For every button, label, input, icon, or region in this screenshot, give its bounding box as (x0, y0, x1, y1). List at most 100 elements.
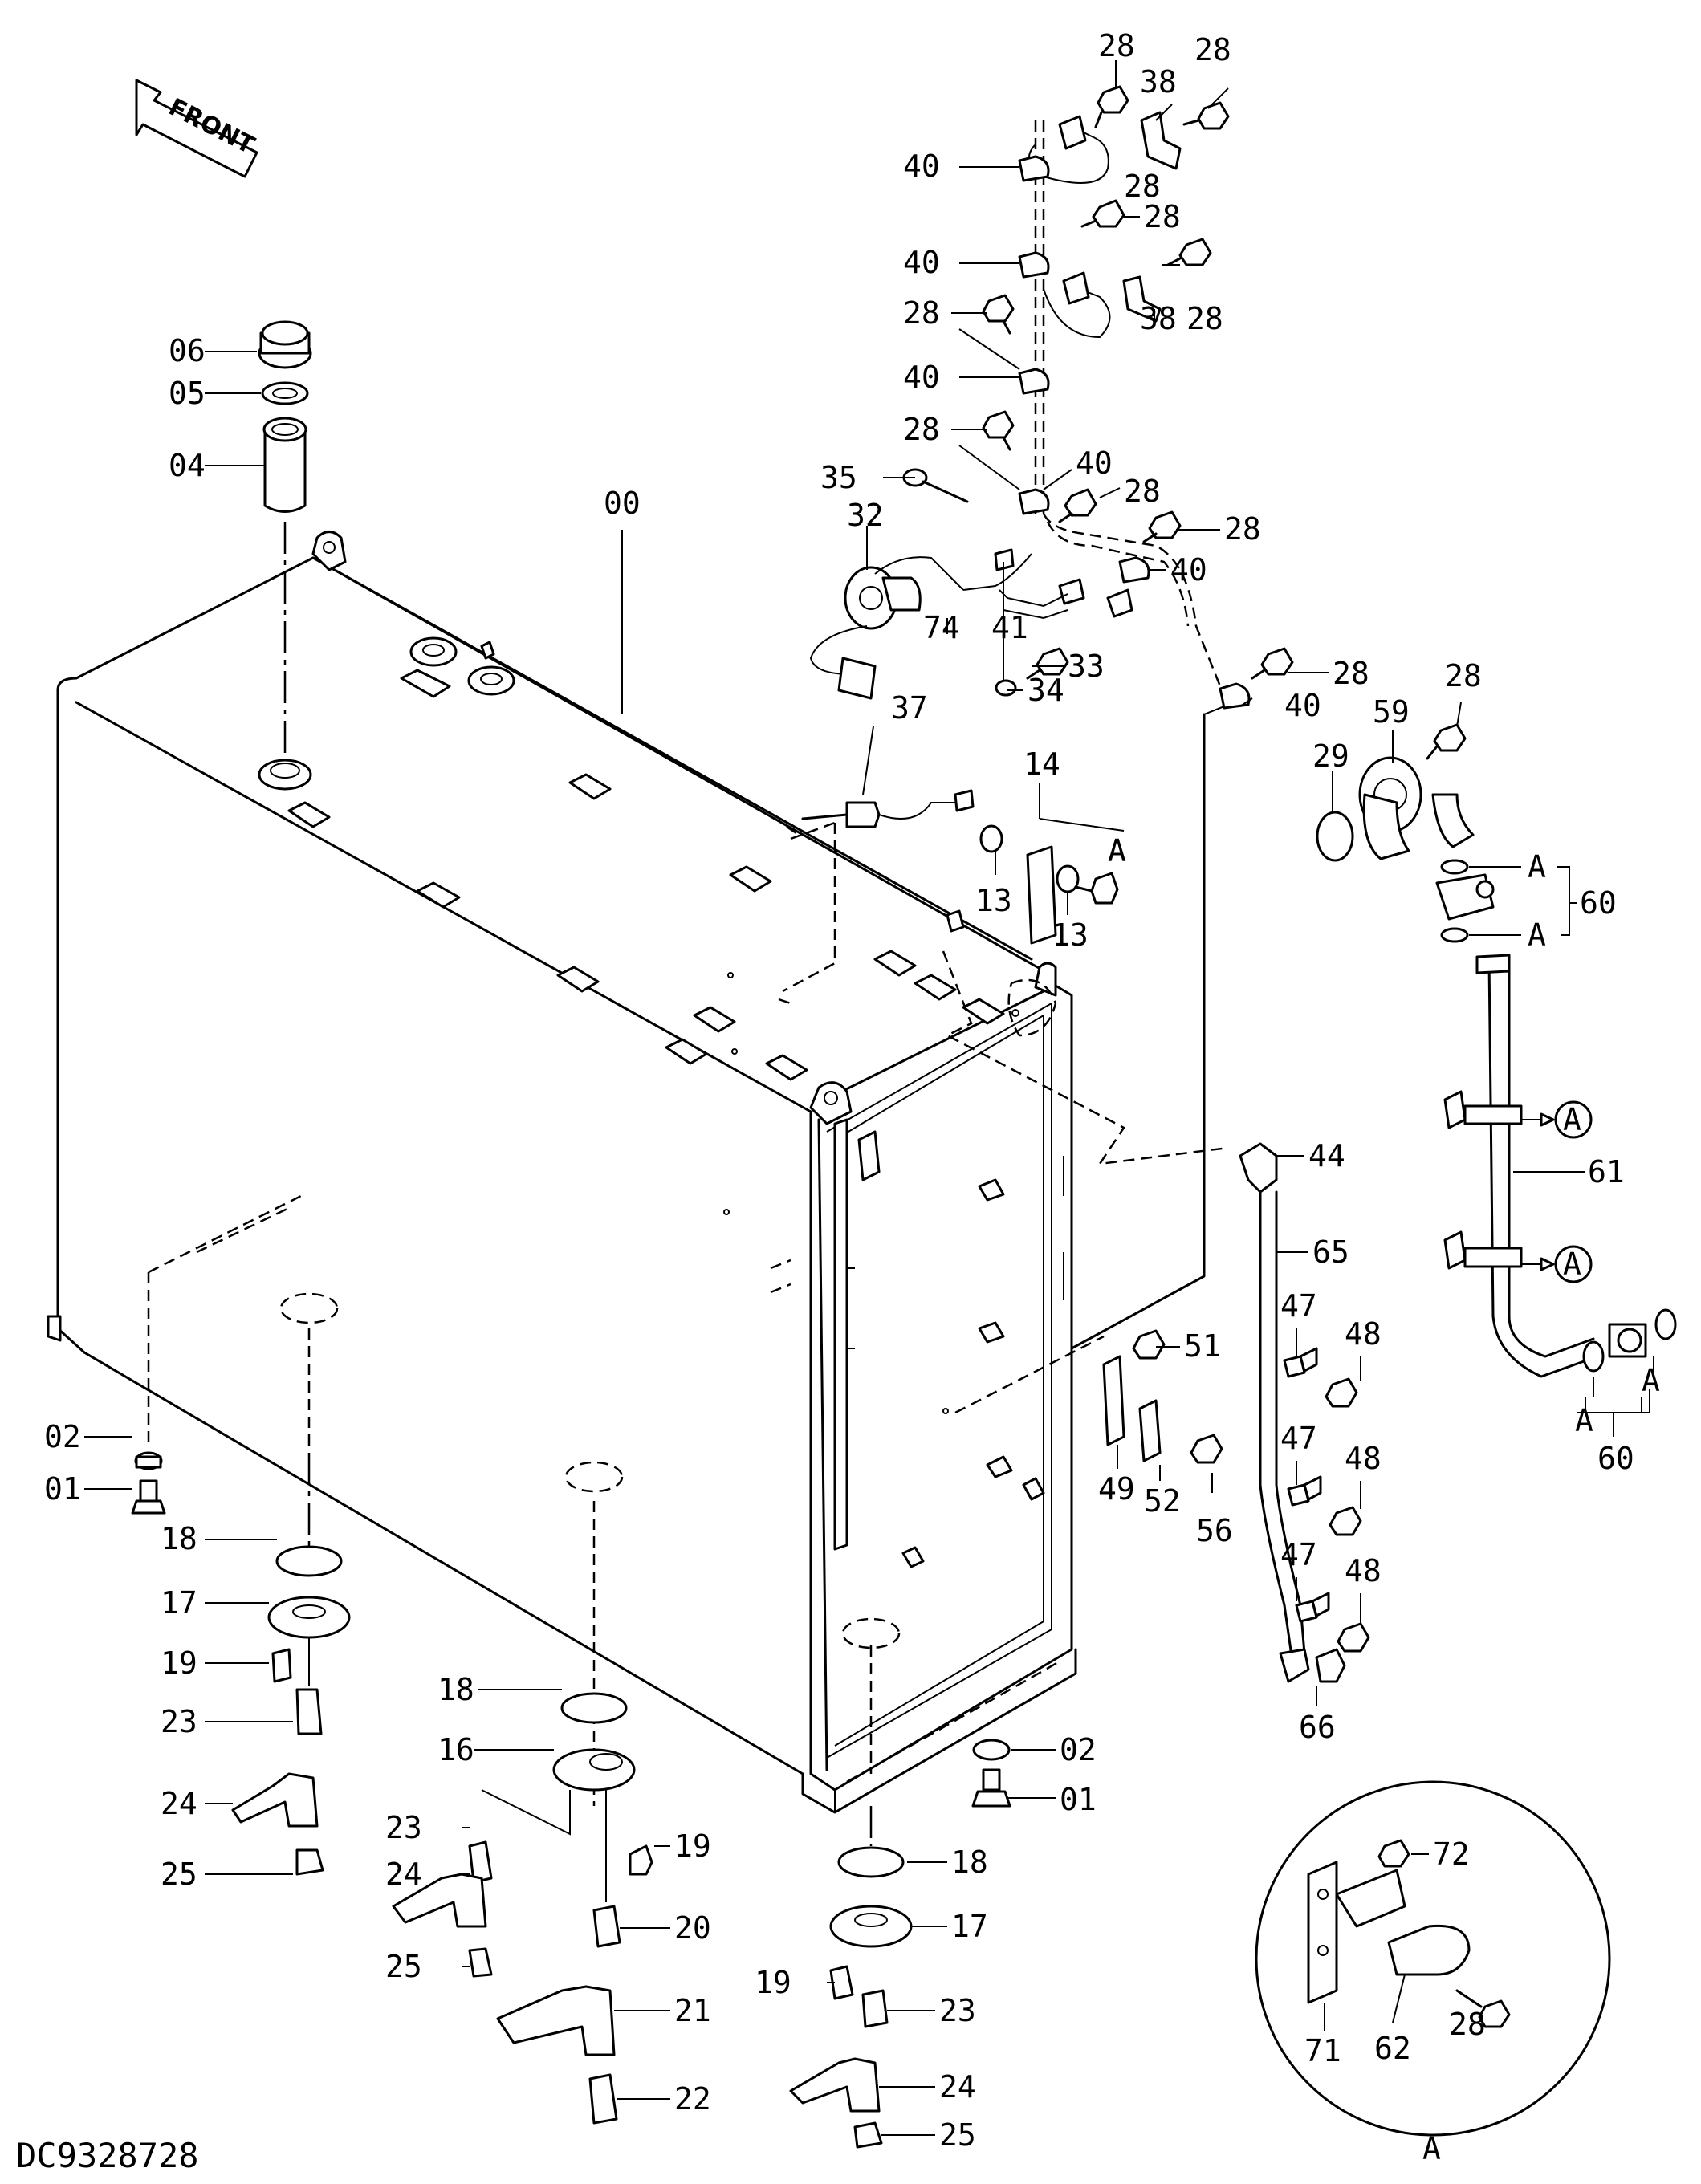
callout-01: 01 (1060, 1782, 1097, 1817)
bolt-28 (1251, 647, 1294, 680)
detail-a-inset (1255, 1780, 1611, 2137)
bolt-28 (1142, 510, 1182, 543)
callout-48: 48 (1345, 1316, 1382, 1352)
callout-25: 25 (385, 1949, 422, 1984)
callout-40: 40 (1076, 445, 1113, 481)
callout-A: A (1575, 1403, 1593, 1438)
level-sensor-wiring (801, 115, 1230, 828)
bolt-28 (982, 410, 1015, 451)
callout-14: 14 (1023, 746, 1060, 782)
callout-A: A (1528, 917, 1546, 953)
callout-40: 40 (1284, 688, 1321, 723)
callout-51: 51 (1184, 1328, 1221, 1364)
tank-top-mount-pads (258, 531, 1064, 1568)
callout-40: 40 (903, 148, 940, 184)
callout-17: 17 (161, 1585, 197, 1621)
callout-28: 28 (903, 295, 940, 331)
filler-cap-parts (258, 320, 312, 759)
callout-72: 72 (1433, 1836, 1470, 1872)
bolt-28 (1426, 723, 1467, 760)
callout-23: 23 (161, 1704, 197, 1739)
callout-40: 40 (903, 245, 940, 280)
callout-28: 28 (1124, 169, 1161, 204)
callout-47: 47 (1280, 1288, 1317, 1324)
callout-05: 05 (169, 376, 206, 411)
callout-17: 17 (951, 1909, 988, 1944)
callout-04: 04 (169, 448, 206, 483)
callout-32: 32 (847, 498, 884, 533)
callout-35: 35 (820, 460, 857, 495)
callout-28: 28 (1194, 32, 1231, 67)
callout-19: 19 (161, 1645, 197, 1681)
strap-14 (979, 824, 1119, 945)
callout-A: A (1563, 1247, 1581, 1282)
callout-74: 74 (923, 610, 960, 645)
callout-18: 18 (951, 1844, 988, 1880)
callout-60: 60 (1597, 1441, 1634, 1476)
callout-21: 21 (674, 1993, 711, 2028)
callout-47: 47 (1280, 1537, 1317, 1572)
callout-28: 28 (1124, 474, 1161, 509)
callout-20: 20 (674, 1910, 711, 1946)
callout-02: 02 (44, 1419, 81, 1454)
callout-48: 48 (1345, 1553, 1382, 1588)
callout-24: 24 (161, 1786, 197, 1821)
callout-61: 61 (1588, 1154, 1625, 1190)
bolt-28 (982, 294, 1015, 335)
callout-33: 33 (1068, 649, 1105, 684)
callout-59: 59 (1373, 694, 1410, 730)
callout-28: 28 (1144, 199, 1181, 234)
return-pipe-assembly (942, 756, 1677, 1683)
callout-22: 22 (674, 2081, 711, 2117)
callout-A: A (1563, 1102, 1581, 1137)
callout-47: 47 (1280, 1421, 1317, 1456)
callout-24: 24 (385, 1857, 422, 1892)
callout-49: 49 (1098, 1471, 1135, 1507)
callout-18: 18 (437, 1672, 474, 1707)
callout-A: A (1422, 2131, 1441, 2166)
callout-23: 23 (939, 1993, 976, 2028)
callout-23: 23 (385, 1810, 422, 1845)
callout-13: 13 (975, 883, 1012, 918)
callout-29: 29 (1312, 738, 1349, 774)
callout-71: 71 (1304, 2033, 1341, 2068)
callout-A: A (1642, 1363, 1660, 1398)
callout-A: A (1108, 833, 1126, 868)
callout-18: 18 (161, 1521, 197, 1556)
callout-19: 19 (674, 1828, 711, 1864)
fuel-tank-body (47, 556, 1229, 1814)
callout-66: 66 (1299, 1710, 1336, 1745)
callout-38: 38 (1140, 301, 1177, 336)
callout-28: 28 (1098, 28, 1135, 63)
callout-28: 28 (1333, 656, 1369, 691)
callout-labels: 00 01 01 02 02 04 05 06 13 13 14 16 17 1… (44, 28, 1660, 2166)
callout-28: 28 (1186, 301, 1223, 336)
callout-19: 19 (755, 1965, 791, 2000)
callout-28: 28 (1224, 511, 1261, 547)
drain-valve-parts (131, 1451, 1011, 2149)
bolt-28 (1094, 85, 1129, 128)
callout-A: A (1528, 849, 1546, 885)
callout-24: 24 (939, 2069, 976, 2105)
callout-65: 65 (1312, 1234, 1349, 1270)
callout-44: 44 (1308, 1138, 1345, 1173)
front-direction-arrow: FRONT (135, 79, 259, 178)
callout-40: 40 (903, 360, 940, 395)
callout-25: 25 (939, 2117, 976, 2153)
drawing-code: DC9328728 (16, 2136, 199, 2175)
callout-02: 02 (1060, 1732, 1097, 1767)
callout-25: 25 (161, 1857, 197, 1892)
leader-lines (84, 60, 1654, 2136)
callout-48: 48 (1345, 1441, 1382, 1476)
bolt-28 (1166, 238, 1212, 266)
callout-56: 56 (1196, 1513, 1233, 1548)
callout-28: 28 (1449, 2007, 1486, 2042)
clamps-40 (1018, 111, 1251, 710)
circled-a-markers (1540, 1100, 1593, 1283)
bolt-28 (1080, 199, 1125, 228)
callout-34: 34 (1028, 673, 1064, 708)
callout-41: 41 (991, 610, 1028, 645)
callout-52: 52 (1144, 1483, 1181, 1519)
callout-01: 01 (44, 1471, 81, 1507)
